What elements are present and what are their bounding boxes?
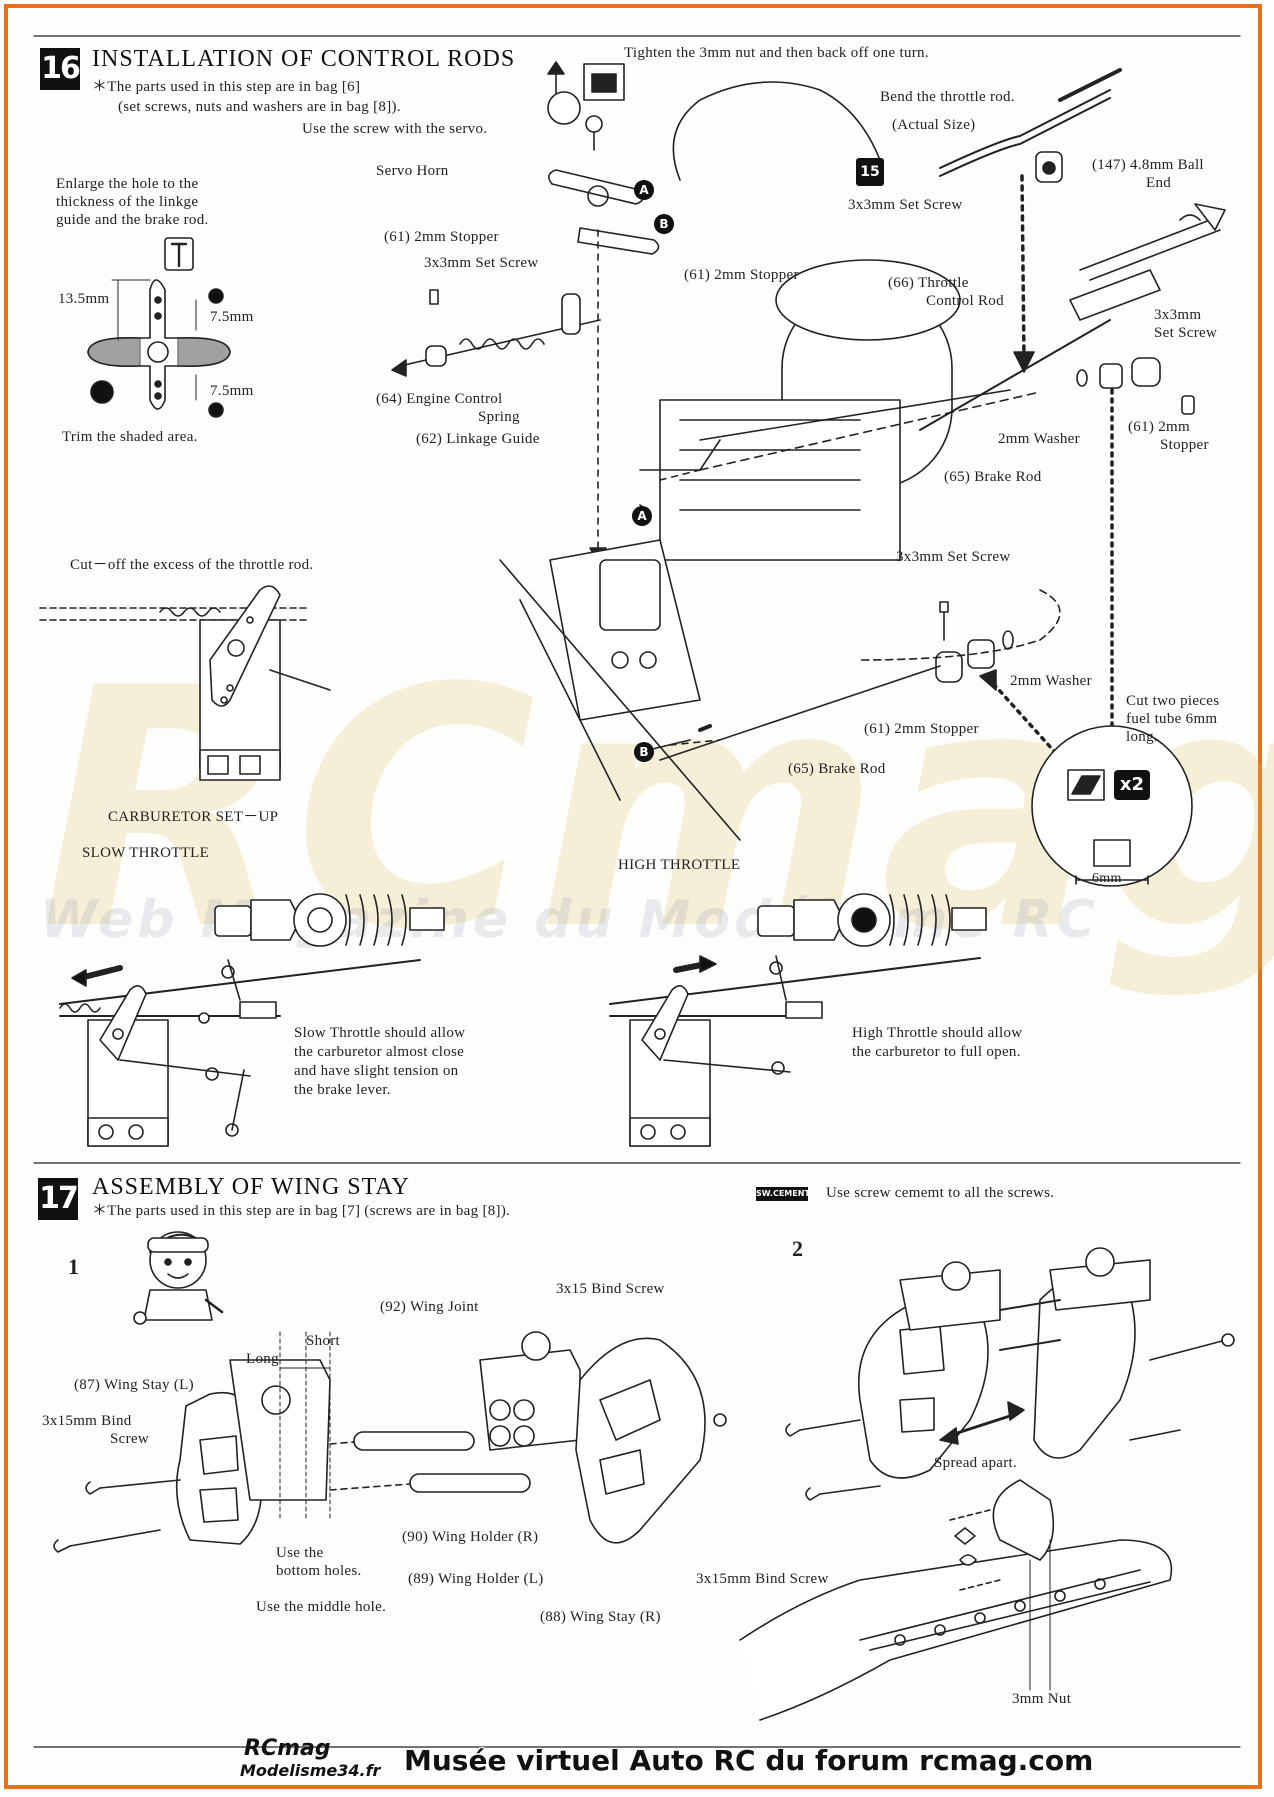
engine-block (499, 81, 1111, 841)
slow-note-1: Slow Throttle should allow (294, 1025, 466, 1041)
servo-horn-template (87, 237, 231, 418)
fuel-tube-note-1: Cut two pieces (1126, 693, 1220, 709)
screw-cement-tag: SW.CEMENT (756, 1187, 810, 1201)
throttle-rod-label-2: Control Rod (926, 293, 1004, 309)
bind-screw-top-label: 3x15 Bind Screw (556, 1281, 665, 1297)
actual-size-note: (Actual Size) (892, 117, 976, 133)
slow-note-3: and have slight tension on (294, 1063, 459, 1079)
lower-stopper-set (639, 589, 1064, 762)
set-screw-top-label: 3x3mm Set Screw (848, 197, 963, 213)
stopper-left-label: (61) 2mm Stopper (384, 229, 499, 245)
marker-b-horn: B (654, 214, 674, 234)
servo-horn-label: Servo Horn (376, 163, 449, 179)
wing-stay-r-label: (88) Wing Stay (R) (540, 1609, 661, 1625)
enlarge-note-2: thickness of the linkge (56, 194, 199, 210)
spring-label-1: (64) Engine Control (376, 391, 503, 407)
brake-rod-upper-label: (65) Brake Rod (944, 469, 1042, 485)
linkage-guide-label: (62) Linkage Guide (416, 431, 540, 447)
bag-note-line-1: ＊The parts used in this step are in bag … (92, 79, 361, 95)
bottom-holes-note-2: bottom holes. (276, 1563, 362, 1579)
set-screw-right-label-2: Set Screw (1154, 325, 1218, 341)
set-screw-badge: 15 (856, 158, 884, 186)
tighten-note: Tighten the 3mm nut and then back off on… (624, 45, 929, 61)
fuel-tube-detail (1031, 725, 1193, 887)
dim-7-5-lower: 7.5mm (210, 383, 254, 399)
ball-end-label-2: End (1146, 175, 1172, 191)
spring-label-2: Spring (478, 409, 520, 425)
wing-joint-label: (92) Wing Joint (380, 1299, 479, 1315)
throttle-rod-label-1: (66) Throttle (888, 275, 969, 291)
marker-b-rod: B (634, 742, 654, 762)
washer-right-label: 2mm Washer (998, 431, 1080, 447)
set-screw-left-label: 3x3mm Set Screw (424, 255, 539, 271)
high-throttle-diagram (609, 893, 987, 1147)
slow-throttle-diagram (59, 893, 445, 1147)
spread-apart-note: Spread apart. (934, 1455, 1018, 1471)
enlarge-note-3: guide and the brake rod. (56, 212, 209, 228)
high-note-2: the carburetor to full open. (852, 1044, 1021, 1060)
wing-holder-r-label: (90) Wing Holder (R) (402, 1529, 539, 1545)
dim-7-5-upper: 7.5mm (210, 309, 254, 325)
figure-1-number: 1 (68, 1254, 80, 1279)
six-mm-dim: 6mm (1092, 871, 1122, 886)
middle-hole-note: Use the middle hole. (256, 1599, 387, 1615)
marker-a-horn: A (634, 180, 654, 200)
short-label: Short (306, 1333, 341, 1349)
slow-note-2: the carburetor almost close (294, 1044, 465, 1060)
wing-stay-figure-1 (53, 1331, 727, 1553)
nut-label: 3mm Nut (1012, 1691, 1072, 1707)
page-border (4, 4, 1262, 1789)
step-17-title: ASSEMBLY OF WING STAY (92, 1174, 410, 1200)
figure-2-number: 2 (792, 1236, 804, 1261)
dim-13-5: 13.5mm (58, 291, 110, 307)
ball-end-label-1: (147) 4.8mm Ball (1092, 157, 1204, 173)
marker-a-rod: A (632, 506, 652, 526)
stopper-right-label-2: Stopper (1160, 437, 1209, 453)
step-16-title: INSTALLATION OF CONTROL RODS (92, 46, 516, 72)
wing-holder-l-label: (89) Wing Holder (L) (408, 1571, 544, 1587)
footer-logo-top: RCmag (244, 1736, 331, 1761)
step-16-number: 16 (40, 48, 81, 90)
wing-stay-figure-2 (739, 1247, 1235, 1721)
washer-low-label: 2mm Washer (1010, 673, 1092, 689)
stopper-low-label: (61) 2mm Stopper (864, 721, 979, 737)
step-17-bag-note: ＊The parts used in this step are in bag … (92, 1203, 511, 1219)
set-screw-right-label-1: 3x3mm (1154, 307, 1202, 323)
bag-note-line-3: Use the screw with the servo. (302, 121, 488, 137)
bind-screw-left-label-1: 3x15mm Bind (42, 1413, 132, 1429)
trim-note: Trim the shaded area. (62, 429, 198, 445)
brake-rod-lower-label: (65) Brake Rod (788, 761, 886, 777)
linkage-guide-assembly (391, 289, 601, 377)
bend-rod-note: Bend the throttle rod. (880, 89, 1015, 105)
cutoff-note: Cut－off the excess of the throttle rod. (70, 557, 314, 573)
throttle-rod-bend (939, 68, 1226, 373)
footer-logo-bottom: Modelisme34.fr (240, 1761, 381, 1780)
bottom-holes-note-1: Use the (276, 1545, 324, 1561)
step-17-number: 17 (38, 1178, 79, 1220)
fuel-tube-note-2: fuel tube 6mm (1126, 711, 1218, 727)
enlarge-note-1: Enlarge the hole to the (56, 176, 199, 192)
wing-stay-l-label: (87) Wing Stay (L) (74, 1377, 194, 1393)
fuel-tube-note-3: long. (1126, 729, 1158, 745)
screw-cement-note: Use screw cememt to all the screws. (826, 1185, 1055, 1201)
stopper-right-label-1: (61) 2mm (1128, 419, 1190, 435)
carb-setup-heading: CARBURETOR SET－UP (108, 809, 279, 825)
bind-screw-left-label-2: Screw (110, 1431, 149, 1447)
long-label: Long (246, 1351, 279, 1367)
cutoff-detail (39, 585, 331, 781)
bag-note-line-2: (set screws, nuts and washers are in bag… (118, 99, 401, 115)
set-screw-low-label: 3x3mm Set Screw (896, 549, 1011, 565)
high-throttle-heading: HIGH THROTTLE (618, 857, 741, 873)
footer-caption: Musée virtuel Auto RC du forum rcmag.com (404, 1744, 1094, 1777)
mascot-illustration (133, 1231, 224, 1325)
bind-screw-right-label: 3x15mm Bind Screw (696, 1571, 829, 1587)
high-note-1: High Throttle should allow (852, 1025, 1023, 1041)
slow-note-4: the brake lever. (294, 1082, 391, 1098)
quantity-badge: x2 (1114, 770, 1150, 800)
stopper-mid-label: (61) 2mm Stopper (684, 267, 799, 283)
slow-throttle-heading: SLOW THROTTLE (82, 845, 210, 861)
